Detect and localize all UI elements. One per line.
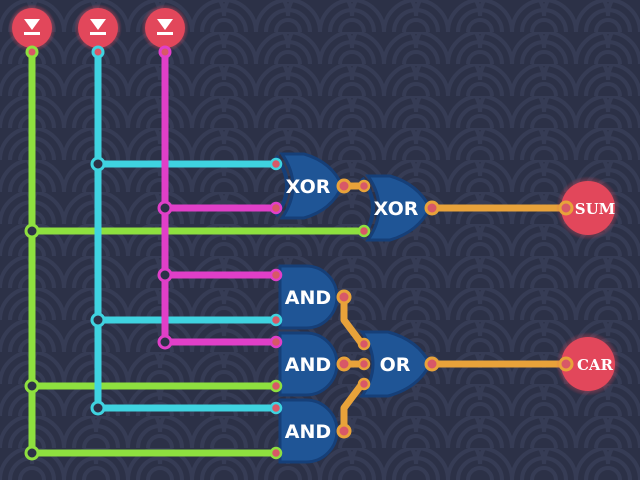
junction-node [90, 400, 106, 416]
gate-output-terminal [336, 289, 352, 305]
xor-gate-2-label: XOR [374, 198, 419, 220]
input-bar-icon [157, 32, 173, 35]
output-carry-label: CAR [577, 356, 614, 374]
output-node-carry[interactable]: CAR [556, 332, 620, 396]
gate-input-terminal [269, 201, 283, 215]
input-terminal [25, 45, 39, 59]
junction-node [90, 156, 106, 172]
gate-input-terminal [269, 335, 283, 349]
wire-input-b[interactable] [94, 48, 280, 412]
and-gate-3-label: AND [285, 421, 331, 443]
down-triangle-icon [90, 19, 106, 30]
junction-node [24, 378, 40, 394]
junction-node [24, 445, 40, 461]
xor-gate-2[interactable]: XOR [357, 174, 440, 242]
gate-input-terminal [357, 377, 371, 391]
and-gate-1-label: AND [285, 287, 331, 309]
junction-node [157, 334, 173, 350]
output-terminal [558, 200, 574, 216]
gate-output-terminal [424, 200, 440, 216]
output-node-sum[interactable]: SUM [556, 176, 620, 240]
gate-input-terminal [357, 179, 371, 193]
gate-input-terminal [357, 224, 371, 238]
down-triangle-icon [24, 19, 40, 30]
output-terminal [558, 356, 574, 372]
input-bar-icon [24, 32, 40, 35]
gate-input-terminal [269, 268, 283, 282]
junction-node [24, 223, 40, 239]
or-gate[interactable]: OR [357, 330, 440, 398]
output-sum-label: SUM [575, 200, 616, 218]
junction-node [157, 267, 173, 283]
gate-input-terminal [269, 313, 283, 327]
and-gate-2[interactable]: AND [269, 331, 352, 397]
gate-input-terminal [269, 379, 283, 393]
junction-node [157, 200, 173, 216]
xor-gate-1-label: XOR [286, 176, 331, 198]
gate-input-terminal [269, 401, 283, 415]
gate-output-terminal [336, 423, 352, 439]
xor-gate-1[interactable]: XOR [269, 152, 352, 220]
junction-node [90, 312, 106, 328]
gate-output-terminal [424, 356, 440, 372]
down-triangle-icon [157, 19, 173, 30]
and-gate-1[interactable]: AND [269, 264, 352, 330]
wire-input-c[interactable] [161, 48, 280, 346]
gate-input-terminal [269, 446, 283, 460]
gate-output-terminal [336, 356, 352, 372]
input-terminal [158, 45, 172, 59]
input-terminal [91, 45, 105, 59]
and-gate-3[interactable]: AND [269, 398, 352, 464]
input-node-c[interactable] [141, 4, 189, 59]
gate-output-terminal [336, 178, 352, 194]
gate-input-terminal [269, 157, 283, 171]
or-gate-label: OR [380, 354, 411, 376]
input-bar-icon [90, 32, 106, 35]
input-node-a[interactable] [8, 4, 56, 59]
and-gate-2-label: AND [285, 354, 331, 376]
gate-input-terminal [357, 337, 371, 351]
input-node-b[interactable] [74, 4, 122, 59]
gate-input-terminal [357, 357, 371, 371]
